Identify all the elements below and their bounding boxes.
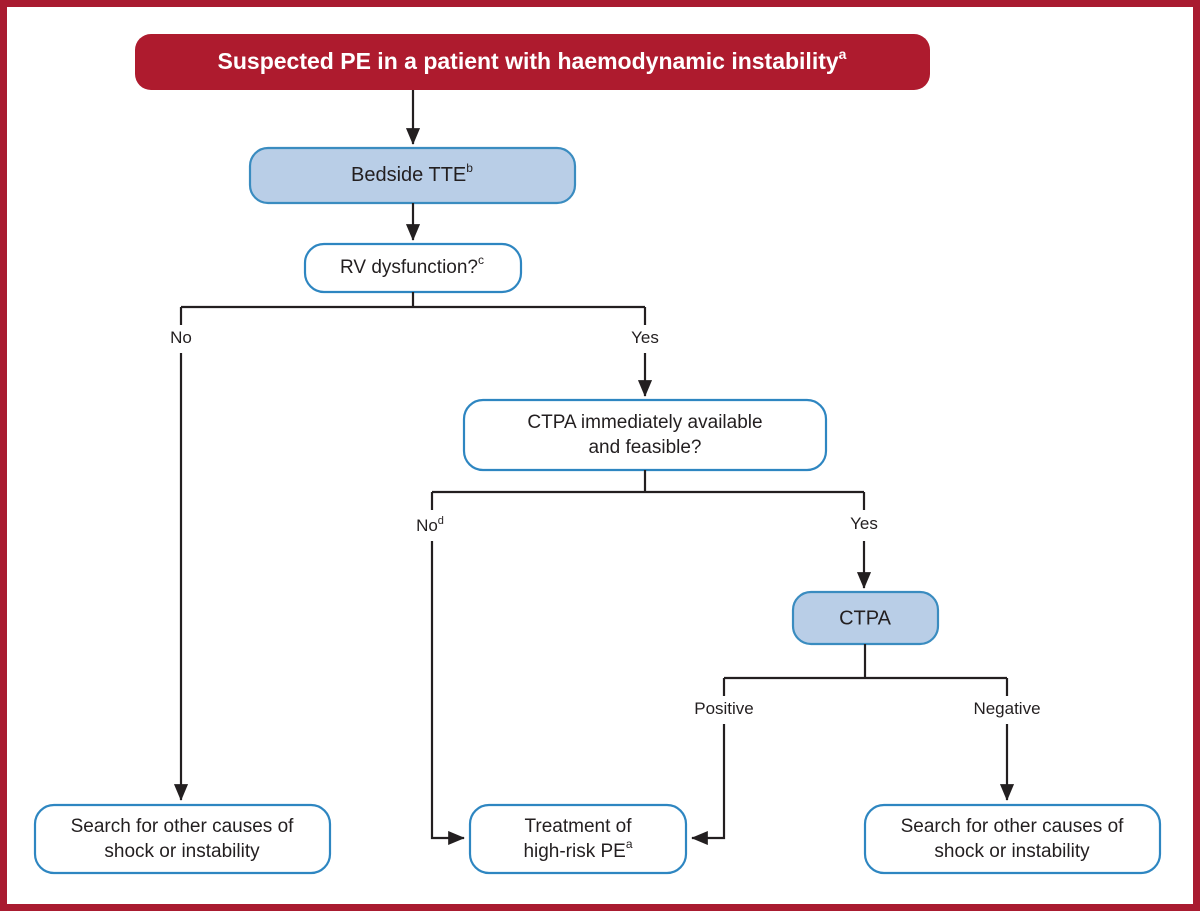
ctpa-available-label-line2: and feasible? [588, 437, 701, 458]
connector-ctpa-no-to-treatment [430, 541, 465, 846]
edge-label-ctpa-negative: Negative [973, 699, 1040, 718]
ctpa-available-box-shape [462, 398, 828, 472]
treatment-high-risk-box-shape [468, 803, 688, 875]
connector-rv-branch-bus [179, 292, 647, 325]
connector-ctpa-available-branch-bus [430, 470, 866, 510]
node-header: Suspected PE in a patient with haemodyna… [135, 34, 930, 90]
edge-label-ctpa-positive: Positive [694, 699, 754, 718]
node-search-other-left: Search for other causes of shock or inst… [33, 803, 332, 875]
node-search-other-right: Search for other causes of shock or inst… [863, 803, 1162, 875]
node-bedside-tte: Bedside TTEb [248, 146, 577, 205]
search-other-right-label-line2: shock or instability [934, 841, 1090, 862]
edge-label-rv-yes: Yes [631, 328, 659, 347]
search-other-left-label-line2: shock or instability [104, 841, 260, 862]
node-treatment-high-risk: Treatment of high-risk PEa [468, 803, 688, 875]
edge-label-ctpa-no: Nod [416, 515, 444, 536]
ctpa-available-label-line1: CTPA immediately available [527, 412, 762, 433]
search-other-left-label-line1: Search for other causes of [71, 816, 295, 837]
rv-dysfunction-label: RV dysfunction?c [340, 253, 484, 278]
edge-label-rv-no: No [170, 328, 192, 347]
bedside-tte-label: Bedside TTEb [351, 161, 473, 186]
ctpa-label: CTPA [839, 607, 892, 629]
search-other-right-label-line1: Search for other causes of [901, 816, 1125, 837]
treatment-high-risk-label-line1: Treatment of [524, 816, 632, 837]
header-title: Suspected PE in a patient with haemodyna… [218, 46, 847, 74]
node-ctpa-available: CTPA immediately available and feasible? [462, 398, 828, 472]
node-rv-dysfunction: RV dysfunction?c [303, 242, 523, 294]
node-ctpa: CTPA [791, 590, 940, 646]
search-other-right-box-shape [863, 803, 1162, 875]
treatment-high-risk-label-line2: high-risk PEa [523, 837, 632, 862]
connector-ctpa-result-branch-bus [722, 644, 1009, 696]
connector-ctpa-positive-to-treatment [691, 724, 726, 846]
search-other-left-box-shape [33, 803, 332, 875]
edge-label-ctpa-yes: Yes [850, 514, 878, 533]
header-box-shape [135, 34, 930, 90]
